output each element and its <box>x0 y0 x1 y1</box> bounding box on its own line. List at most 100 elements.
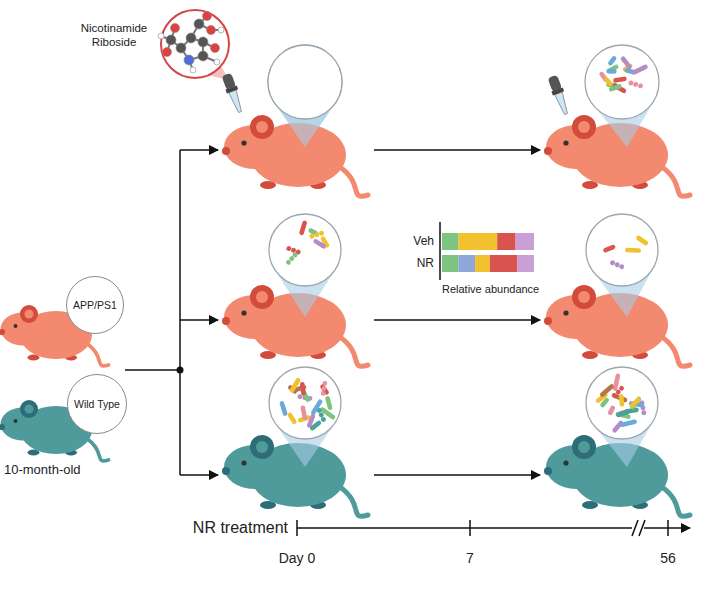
abundance-segment <box>475 255 490 272</box>
bacterium <box>285 251 298 265</box>
bacterium <box>606 69 616 74</box>
mouse-ear-inner <box>256 441 268 453</box>
mouse-nose <box>544 147 552 155</box>
mouse-ear-inner <box>256 291 268 303</box>
bacterium <box>628 80 644 89</box>
mouse-tail <box>88 439 109 461</box>
mouse-tail <box>340 167 368 196</box>
mouse-ear <box>572 115 596 139</box>
dropper <box>547 74 572 116</box>
mouse-eye <box>241 310 246 315</box>
timeline-title: NR treatment <box>150 518 288 537</box>
bacterium <box>300 405 307 421</box>
bacterium <box>299 220 308 236</box>
bacterium <box>309 230 325 239</box>
bacteria <box>285 220 330 266</box>
mouse-ear-inner <box>578 291 590 303</box>
bacterium <box>607 405 616 416</box>
abundance-segment <box>516 233 534 250</box>
bacterium <box>629 396 642 411</box>
mouse-nose <box>222 467 230 475</box>
genotype-badge: APP/PS1 <box>66 276 124 334</box>
molecule-model <box>158 12 224 74</box>
bacterium <box>609 260 625 270</box>
bacteria <box>603 235 649 270</box>
abundance-segment <box>490 255 518 272</box>
mouse-tail <box>662 337 690 366</box>
mouse-nose <box>0 424 5 430</box>
bacterium <box>631 64 649 76</box>
mouse-ear <box>572 285 596 309</box>
bacterium <box>287 412 298 425</box>
branch-arrows <box>125 150 540 475</box>
mouse-tail <box>662 487 690 516</box>
dropper <box>221 72 246 114</box>
abundance-segment <box>517 255 534 272</box>
bacterium <box>616 409 631 417</box>
bacterium <box>289 377 301 393</box>
mouse-nose <box>544 467 552 475</box>
microbiome-circle <box>586 367 658 439</box>
mouse-tail <box>340 337 368 366</box>
bacterium <box>603 76 613 87</box>
bacterium <box>608 84 622 93</box>
mouse-tail <box>88 344 109 366</box>
compound-name: Nicotinamide Riboside <box>70 22 158 50</box>
microbiome-circle <box>268 45 342 119</box>
age-label: 10-month-old <box>4 462 114 478</box>
abundance-chart <box>440 222 534 280</box>
bacterium <box>321 381 328 396</box>
genotype-label: Wild Type <box>74 398 120 410</box>
bacterium <box>313 238 327 249</box>
bacterium <box>309 420 322 432</box>
mouse-eye <box>241 460 246 465</box>
mouse-eye <box>14 419 18 423</box>
timeline <box>297 520 690 536</box>
day-label: 56 <box>643 550 693 567</box>
mouse-tail <box>662 167 690 196</box>
bacterium <box>607 55 617 66</box>
abundance-segment <box>459 255 476 272</box>
microbiome-circle <box>268 45 342 119</box>
mouse-nose <box>544 317 552 325</box>
mouse-eye <box>241 140 246 145</box>
bacterium <box>279 400 288 416</box>
day-label: Day 0 <box>257 550 337 567</box>
bacterium <box>612 373 620 391</box>
bacterium <box>606 64 619 74</box>
abundance-segment <box>442 233 459 250</box>
mouse-ear-inner <box>25 405 34 414</box>
genotype-badge: Wild Type <box>67 374 127 434</box>
bacterium <box>599 397 610 408</box>
bacterium <box>625 248 641 253</box>
mouse-nose <box>0 329 5 335</box>
bacterium <box>635 235 649 246</box>
day-label: 7 <box>440 550 500 567</box>
mouse-nose <box>222 317 230 325</box>
mouse-eye <box>563 310 568 315</box>
abundance-segment <box>497 233 515 250</box>
bacterium <box>619 394 625 407</box>
bacteria <box>595 373 647 433</box>
mouse-eye <box>563 140 568 145</box>
microbiome-circle <box>269 367 341 439</box>
mouse-ear-inner <box>25 310 34 319</box>
axis-label: Relative abundance <box>442 283 552 296</box>
mouse-ear <box>250 115 274 139</box>
bacterium <box>325 396 333 411</box>
mouse-eye <box>563 460 568 465</box>
bacterium <box>613 76 627 83</box>
abundance-segment <box>459 233 498 250</box>
bacterium <box>620 419 638 427</box>
bacterium <box>300 382 306 396</box>
group-label: NR <box>394 256 434 270</box>
mouse-eye <box>14 324 18 328</box>
genotype-label: APP/PS1 <box>73 299 117 311</box>
mouse-nose <box>222 147 230 155</box>
bacterium <box>620 56 633 70</box>
group-label: Veh <box>394 234 434 248</box>
bacterium <box>599 383 615 397</box>
microbiome-circle <box>269 214 341 286</box>
molecule-circle <box>161 10 229 78</box>
